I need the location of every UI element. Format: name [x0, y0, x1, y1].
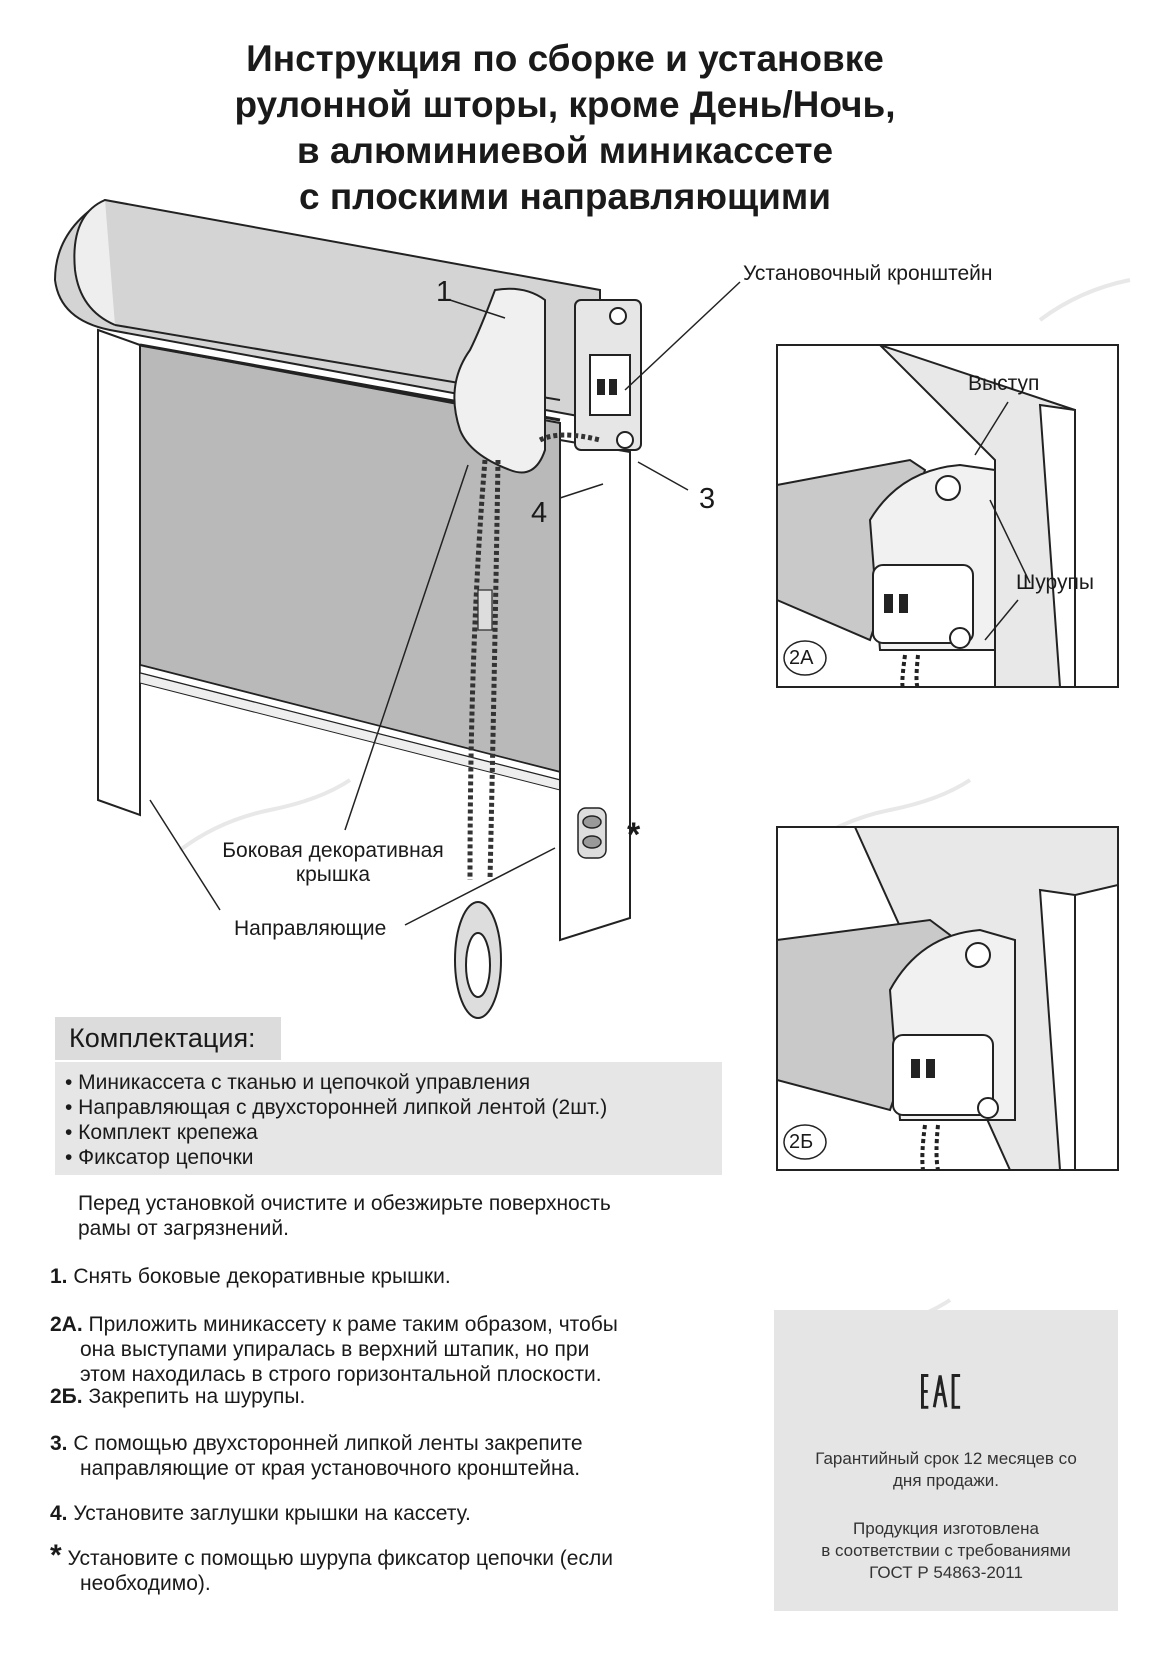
step-1-text: Снять боковые декоративные крышки.	[73, 1265, 451, 1288]
eac-mark-icon	[920, 1374, 961, 1409]
certification-box: Гарантийный срок 12 месяцев со дня прода…	[774, 1310, 1118, 1611]
kit-item: • Направляющая с двухсторонней липкой ле…	[65, 1096, 608, 1119]
warranty-line-2: дня продажи.	[893, 1471, 999, 1490]
detail-2b-drawing	[776, 826, 1119, 1171]
step-1: 1. Снять боковые декоративные крышки.	[50, 1264, 451, 1289]
step-4-number: 4.	[50, 1502, 68, 1525]
step-2a-number: 2А.	[50, 1313, 83, 1336]
step-1-number: 1.	[50, 1265, 68, 1288]
side-cover-label-line-1: Боковая декоративная	[222, 839, 444, 862]
chain-fixator-star: *	[627, 816, 641, 854]
warranty-line-1: Гарантийный срок 12 месяцев со	[815, 1449, 1077, 1468]
callout-3: 3	[699, 483, 716, 515]
step-star-line-2: необходимо).	[80, 1572, 211, 1595]
chain-fixator	[577, 807, 607, 859]
step-2b: 2Б. Закрепить на шурупы.	[50, 1384, 305, 1409]
step-3-line-2: направляющие от края установочного кронш…	[80, 1457, 581, 1480]
chain	[467, 432, 601, 881]
ledge-label: Выступ	[968, 372, 1040, 395]
step-2a-line-1: Приложить миникассету к раме таким образ…	[88, 1313, 618, 1336]
step-2a: 2А. Приложить миникассету к раме таким о…	[50, 1312, 618, 1387]
step-3-number: 3.	[50, 1432, 68, 1455]
pre-install-line-2: рамы от загрязнений.	[78, 1217, 289, 1240]
mounting-bracket	[574, 299, 642, 451]
title-line-1: Инструкция по сборке и установке	[246, 38, 884, 79]
callout-1: 1	[436, 276, 453, 308]
step-star-line-1: Установите с помощью шурупа фиксатор цеп…	[67, 1547, 613, 1570]
step-2a-line-3: этом находилась в строго горизонтальной …	[80, 1363, 602, 1386]
kit-item: • Комплект крепежа	[65, 1121, 258, 1144]
title-line-3: в алюминиевой миникассете	[296, 130, 834, 171]
kit-heading: Комплектация:	[55, 1017, 281, 1060]
step-2b-text: Закрепить на шурупы.	[88, 1385, 306, 1408]
title-line-2: рулонной шторы, кроме День/Ночь,	[234, 84, 896, 125]
kit-item: • Миникассета с тканью и цепочкой управл…	[65, 1071, 531, 1094]
step-2a-line-2: она выступами упиралась в верхний штапик…	[80, 1338, 590, 1361]
step-star-marker: *	[50, 1539, 62, 1572]
callout-4: 4	[531, 497, 548, 529]
step-3: 3. С помощью двухсторонней липкой ленты …	[50, 1431, 583, 1481]
gost-line-3: ГОСТ Р 54863-2011	[869, 1563, 1023, 1582]
gost-line-2: в соответствии с требованиями	[821, 1541, 1071, 1560]
guides-label: Направляющие	[234, 917, 387, 940]
step-3-line-1: С помощью двухсторонней липкой ленты зак…	[73, 1432, 583, 1455]
leader-lines	[149, 281, 741, 926]
page-title: Инструкция по сборке и установке рулонно…	[150, 36, 980, 220]
kit-item: • Фиксатор цепочки	[65, 1146, 254, 1169]
badge-2a-circle	[783, 640, 827, 676]
badge-2b-circle	[783, 1124, 827, 1160]
step-4-text: Установите заглушки крышки на кассету.	[73, 1502, 471, 1525]
pre-install-note: Перед установкой очистите и обезжирьте п…	[78, 1191, 611, 1241]
side-cover-label-line-2: крышка	[295, 863, 371, 886]
step-2b-number: 2Б.	[50, 1385, 83, 1408]
gost-line-1: Продукция изготовлена	[853, 1519, 1039, 1538]
side-cover-label: Боковая декоративная крышка	[213, 839, 453, 887]
screws-label: Шурупы	[1016, 571, 1094, 594]
badge-2a: 2А	[789, 647, 814, 669]
detail-2a-drawing	[776, 344, 1076, 689]
step-star: * Установите с помощью шурупа фиксатор ц…	[50, 1541, 613, 1596]
title-line-4: с плоскими направляющими	[298, 176, 832, 217]
chain-pull-handle	[454, 901, 502, 1019]
badge-2b: 2Б	[789, 1131, 814, 1153]
pre-install-line-1: Перед установкой очистите и обезжирьте п…	[78, 1192, 611, 1215]
side-decorative-cover	[453, 287, 546, 474]
kit-list: • Миникассета с тканью и цепочкой управл…	[55, 1062, 722, 1175]
step-4: 4. Установите заглушки крышки на кассету…	[50, 1501, 471, 1526]
bracket-label: Установочный кронштейн	[743, 262, 993, 285]
